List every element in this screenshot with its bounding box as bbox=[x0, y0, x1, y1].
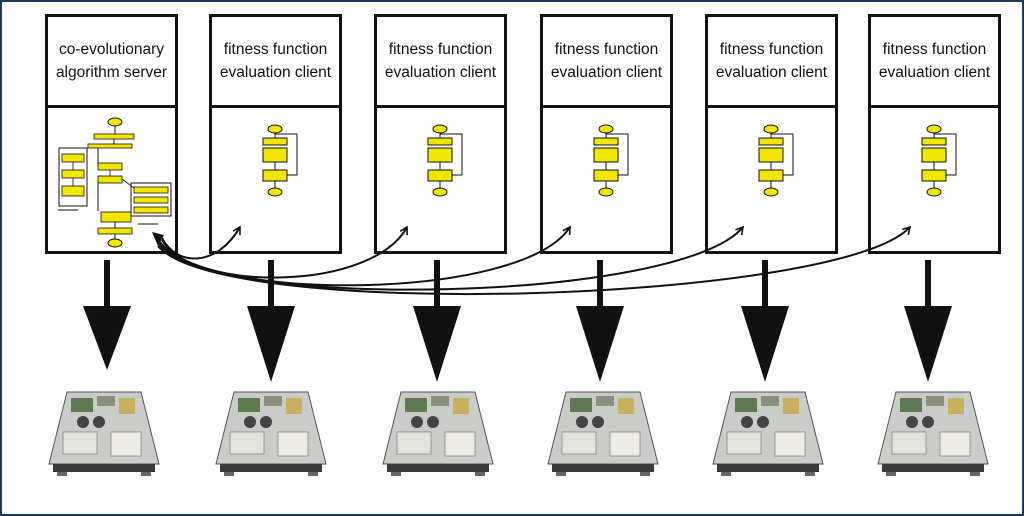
client-node-body bbox=[212, 108, 339, 251]
client-node-header: fitness function evaluation client bbox=[212, 17, 339, 108]
server-hardware-icon bbox=[215, 391, 327, 476]
down-arrow bbox=[904, 260, 952, 382]
down-arrow bbox=[83, 260, 131, 370]
server-hardware-icon bbox=[382, 391, 494, 476]
server-flowchart-icon bbox=[58, 117, 172, 248]
client-node-title: fitness function evaluation client bbox=[384, 41, 497, 81]
client-node-title: fitness function evaluation client bbox=[219, 41, 332, 81]
server-node-header: co-evolutionary algorithm server bbox=[48, 17, 175, 108]
server-node-title: co-evolutionary algorithm server bbox=[55, 41, 168, 81]
connection-origin-marker bbox=[152, 232, 164, 246]
client-node-body bbox=[543, 108, 670, 251]
connection-curve-client-3 bbox=[159, 225, 571, 287]
client-flowchart-icon bbox=[427, 124, 463, 197]
client-node-5: fitness function evaluation client bbox=[868, 14, 1001, 254]
client-node-1: fitness function evaluation client bbox=[209, 14, 342, 254]
down-arrow bbox=[247, 260, 295, 382]
server-hardware-icon bbox=[547, 391, 659, 476]
client-node-body bbox=[871, 108, 998, 251]
down-arrow bbox=[741, 260, 789, 382]
connection-curve-client-5 bbox=[157, 225, 912, 296]
down-arrow bbox=[576, 260, 624, 382]
client-node-2: fitness function evaluation client bbox=[374, 14, 507, 254]
client-node-body bbox=[377, 108, 504, 251]
server-node-body bbox=[48, 108, 175, 251]
server-hardware-icon bbox=[48, 391, 160, 476]
client-node-header: fitness function evaluation client bbox=[543, 17, 670, 108]
client-node-4: fitness function evaluation client bbox=[705, 14, 838, 254]
connection-curve-client-2 bbox=[161, 225, 408, 279]
client-node-body bbox=[708, 108, 835, 251]
connection-curve-client-4 bbox=[158, 225, 745, 291]
client-flowchart-icon bbox=[758, 124, 794, 197]
client-node-3: fitness function evaluation client bbox=[540, 14, 673, 254]
client-node-title: fitness function evaluation client bbox=[878, 41, 991, 81]
server-node: co-evolutionary algorithm server bbox=[45, 14, 178, 254]
server-hardware-icon bbox=[877, 391, 989, 476]
client-node-title: fitness function evaluation client bbox=[715, 41, 828, 81]
client-node-header: fitness function evaluation client bbox=[377, 17, 504, 108]
client-node-header: fitness function evaluation client bbox=[708, 17, 835, 108]
client-node-header: fitness function evaluation client bbox=[871, 17, 998, 108]
client-node-title: fitness function evaluation client bbox=[550, 41, 663, 81]
client-flowchart-icon bbox=[921, 124, 957, 197]
client-flowchart-icon bbox=[593, 124, 629, 197]
down-arrow bbox=[413, 260, 461, 382]
server-hardware-icon bbox=[712, 391, 824, 476]
client-flowchart-icon bbox=[262, 124, 298, 197]
